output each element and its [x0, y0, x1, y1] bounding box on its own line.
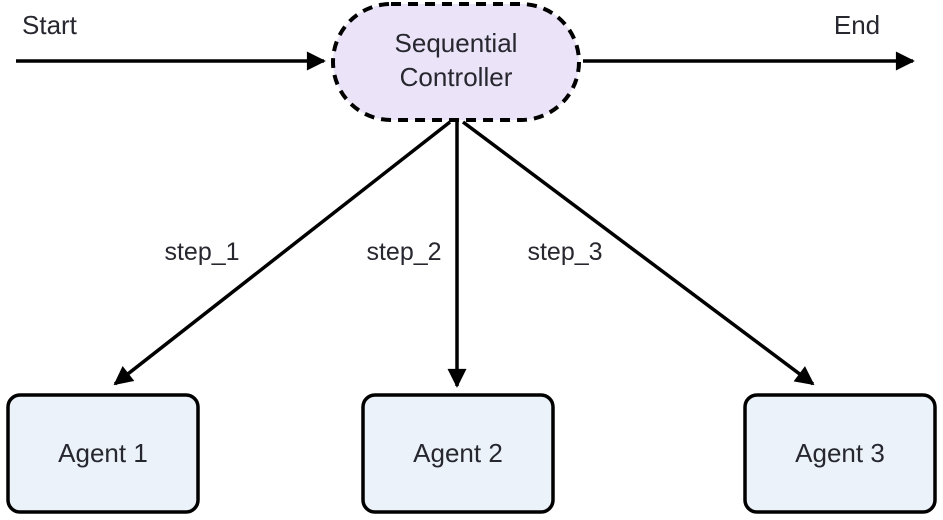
agent-2-node	[361, 393, 555, 514]
sequential-controller-node	[331, 2, 581, 122]
agent-1-label: Agent 1	[58, 438, 148, 468]
agent-2-label: Agent 2	[413, 438, 503, 468]
controller-label-line1: Sequential	[395, 28, 518, 58]
start-label: Start	[22, 10, 78, 40]
edge-label-step-3: step_3	[527, 238, 602, 266]
agent-1-node	[6, 393, 200, 514]
end-label: End	[834, 10, 880, 40]
edge-step-1	[113, 120, 452, 386]
agent-3-label: Agent 3	[795, 438, 885, 468]
edge-step-3	[461, 120, 815, 386]
agent-3-node	[743, 393, 937, 514]
edge-label-step-1: step_1	[164, 238, 239, 266]
controller-label-line2: Controller	[400, 62, 513, 92]
edge-label-step-2: step_2	[366, 238, 441, 266]
